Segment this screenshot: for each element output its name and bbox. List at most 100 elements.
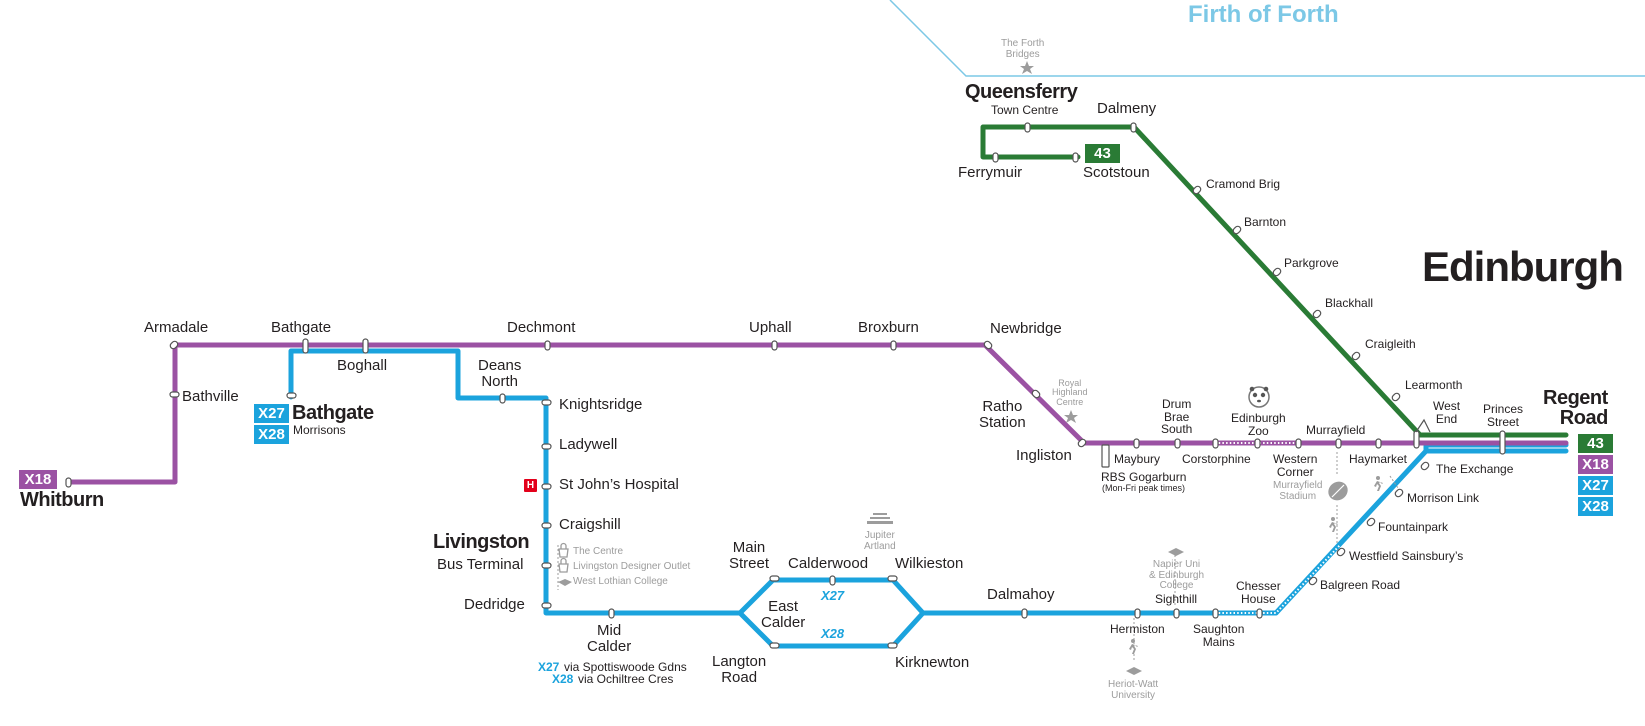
- stop-mid-calder[interactable]: Mid Calder: [587, 622, 632, 655]
- the-centre-label: The Centre: [573, 546, 624, 557]
- stop-sighthill[interactable]: Sighthill: [1155, 592, 1198, 606]
- college-icon: [558, 548, 1184, 675]
- stop-broxburn[interactable]: Broxburn: [858, 319, 919, 336]
- stop-st-johns-hospital[interactable]: St John’s Hospital: [559, 476, 679, 493]
- royal-highland-star-icon: [1064, 410, 1078, 423]
- hospital-icon: H: [524, 479, 537, 492]
- stop-deans-north[interactable]: Deans North: [478, 357, 522, 390]
- stop-dalmeny[interactable]: Dalmeny: [1097, 100, 1157, 117]
- badge-43-regent-road: 43: [1578, 434, 1613, 453]
- jupiter-artland-icon: [867, 513, 893, 524]
- panda-icon: [1248, 386, 1270, 408]
- walking-links: [557, 452, 1399, 660]
- stop-murrayfield[interactable]: Murrayfield: [1306, 423, 1366, 437]
- route-x18-line: [65, 342, 1569, 485]
- stop-princes-street[interactable]: Princes Street: [1483, 402, 1524, 429]
- stop-craigleith[interactable]: Craigleith: [1365, 337, 1416, 351]
- stop-uphall[interactable]: Uphall: [749, 319, 792, 336]
- badge-x27-bathgate: X27: [254, 404, 289, 423]
- stop-kirknewton[interactable]: Kirknewton: [895, 654, 970, 671]
- x28-via-label: X28: [552, 672, 574, 686]
- stop-bathgate[interactable]: Bathgate: [271, 319, 332, 336]
- stop-parkgrove[interactable]: Parkgrove: [1284, 256, 1339, 270]
- stop-wilkieston[interactable]: Wilkieston: [895, 555, 964, 572]
- west-end-connector: [1415, 418, 1431, 433]
- stop-the-exchange[interactable]: The Exchange: [1436, 462, 1514, 476]
- forth-bridges-label: The Forth Bridges: [1001, 38, 1045, 60]
- stop-newbridge[interactable]: Newbridge: [990, 320, 1062, 337]
- x28-branch-label: X28: [821, 626, 845, 641]
- stop-balgreen-road[interactable]: Balgreen Road: [1320, 578, 1401, 592]
- stop-westfield-sainsburys[interactable]: Westfield Sainsbury’s: [1349, 549, 1464, 563]
- badge-x18-whitburn: X18: [19, 470, 57, 489]
- stop-edinburgh-zoo[interactable]: Edinburgh Zoo: [1231, 411, 1286, 438]
- stop-bathgate-morrisons[interactable]: Morrisons: [293, 423, 346, 437]
- heriot-watt-label: Heriot-Watt University: [1108, 679, 1159, 701]
- shopping-bag-icon: [558, 542, 569, 573]
- stop-livingston[interactable]: Livingston: [433, 531, 530, 553]
- route-x27-x28-bus-lane: [1215, 544, 1341, 614]
- forth-bridges-star-icon: [1020, 61, 1034, 74]
- stop-west-end[interactable]: West End: [1433, 399, 1461, 426]
- stop-calderwood[interactable]: Calderwood: [788, 555, 869, 572]
- stop-dedridge[interactable]: Dedridge: [464, 596, 525, 613]
- stop-regent-road[interactable]: Regent Road: [1543, 387, 1608, 429]
- x28-via-note: via Ochiltree Cres: [578, 672, 674, 686]
- x27-branch-label: X27: [821, 588, 845, 603]
- stop-queensferry[interactable]: Queensferry: [965, 81, 1078, 103]
- stop-ferrymuir[interactable]: Ferrymuir: [958, 164, 1023, 181]
- walking-person-icon: [1129, 476, 1383, 654]
- badge-x18-regent-road: X18: [1578, 455, 1613, 474]
- stop-markers: [65, 122, 1506, 649]
- west-lothian-college-label: West Lothian College: [573, 576, 668, 587]
- stop-boghall[interactable]: Boghall: [337, 357, 388, 374]
- badge-x27-regent-road: X27: [1578, 476, 1613, 495]
- stop-drum-brae-south[interactable]: Drum Brae South: [1161, 397, 1193, 437]
- x27-via-note: via Spottiswoode Gdns: [564, 660, 687, 674]
- stop-east-calder[interactable]: East Calder: [761, 598, 806, 631]
- stop-ratho-station[interactable]: Ratho Station: [979, 398, 1026, 431]
- stop-armadale[interactable]: Armadale: [144, 319, 209, 336]
- stop-main-street[interactable]: Main Street: [729, 539, 770, 572]
- stop-chesser-house[interactable]: Chesser House: [1236, 579, 1281, 606]
- stop-knightsridge[interactable]: Knightsridge: [559, 396, 643, 413]
- stop-rbs-gogarburn[interactable]: RBS Gogarburn: [1101, 470, 1187, 484]
- badge-x28-regent-road: X28: [1578, 497, 1613, 516]
- badge-43-scotstoun: 43: [1085, 144, 1120, 163]
- stop-langton-road[interactable]: Langton Road: [712, 653, 767, 686]
- rbs-gogarburn-spur: [1101, 444, 1110, 468]
- stop-blackhall[interactable]: Blackhall: [1325, 296, 1374, 310]
- stop-ladywell[interactable]: Ladywell: [559, 436, 618, 453]
- badge-x28-bathgate: X28: [254, 425, 289, 444]
- stop-dalmahoy[interactable]: Dalmahoy: [987, 586, 1055, 603]
- stop-bathville[interactable]: Bathville: [182, 388, 239, 405]
- stop-queensferry-town-centre[interactable]: Town Centre: [991, 103, 1059, 117]
- stop-dechmont[interactable]: Dechmont: [507, 319, 576, 336]
- stop-learmonth[interactable]: Learmonth: [1405, 378, 1463, 392]
- stop-whitburn[interactable]: Whitburn: [20, 489, 104, 511]
- stop-cramond-brig[interactable]: Cramond Brig: [1206, 177, 1281, 191]
- stop-bathgate-terminal[interactable]: Bathgate: [292, 402, 374, 424]
- murrayfield-stadium-label: Murrayfield Stadium: [1273, 480, 1323, 502]
- x27-via-label: X27: [538, 660, 560, 674]
- stop-scotstoun[interactable]: Scotstoun: [1083, 164, 1150, 181]
- stop-morrison-link[interactable]: Morrison Link: [1407, 491, 1480, 505]
- stop-craigshill[interactable]: Craigshill: [559, 516, 621, 533]
- rbs-gogarburn-note: (Mon-Fri peak times): [1102, 483, 1186, 493]
- stop-livingston-bus-terminal[interactable]: Bus Terminal: [437, 556, 524, 573]
- coastline: [889, 0, 1645, 77]
- stop-corstorphine[interactable]: Corstorphine: [1182, 452, 1251, 466]
- stop-fountainpark[interactable]: Fountainpark: [1378, 520, 1449, 534]
- stop-haymarket[interactable]: Haymarket: [1349, 452, 1408, 466]
- royal-highland-centre-label: Royal Highland Centre: [1052, 378, 1088, 407]
- stop-ingliston[interactable]: Ingliston: [1016, 447, 1072, 464]
- stop-maybury[interactable]: Maybury: [1114, 452, 1161, 466]
- stop-hermiston[interactable]: Hermiston: [1110, 622, 1165, 636]
- stop-western-corner[interactable]: Western Corner: [1273, 452, 1318, 479]
- stop-saughton-mains[interactable]: Saughton Mains: [1193, 622, 1245, 649]
- city-label: Edinburgh: [1422, 243, 1624, 290]
- route-43-line: [980, 124, 1569, 438]
- stop-barnton[interactable]: Barnton: [1244, 215, 1287, 229]
- livingston-designer-outlet-label: Livingston Designer Outlet: [573, 561, 691, 572]
